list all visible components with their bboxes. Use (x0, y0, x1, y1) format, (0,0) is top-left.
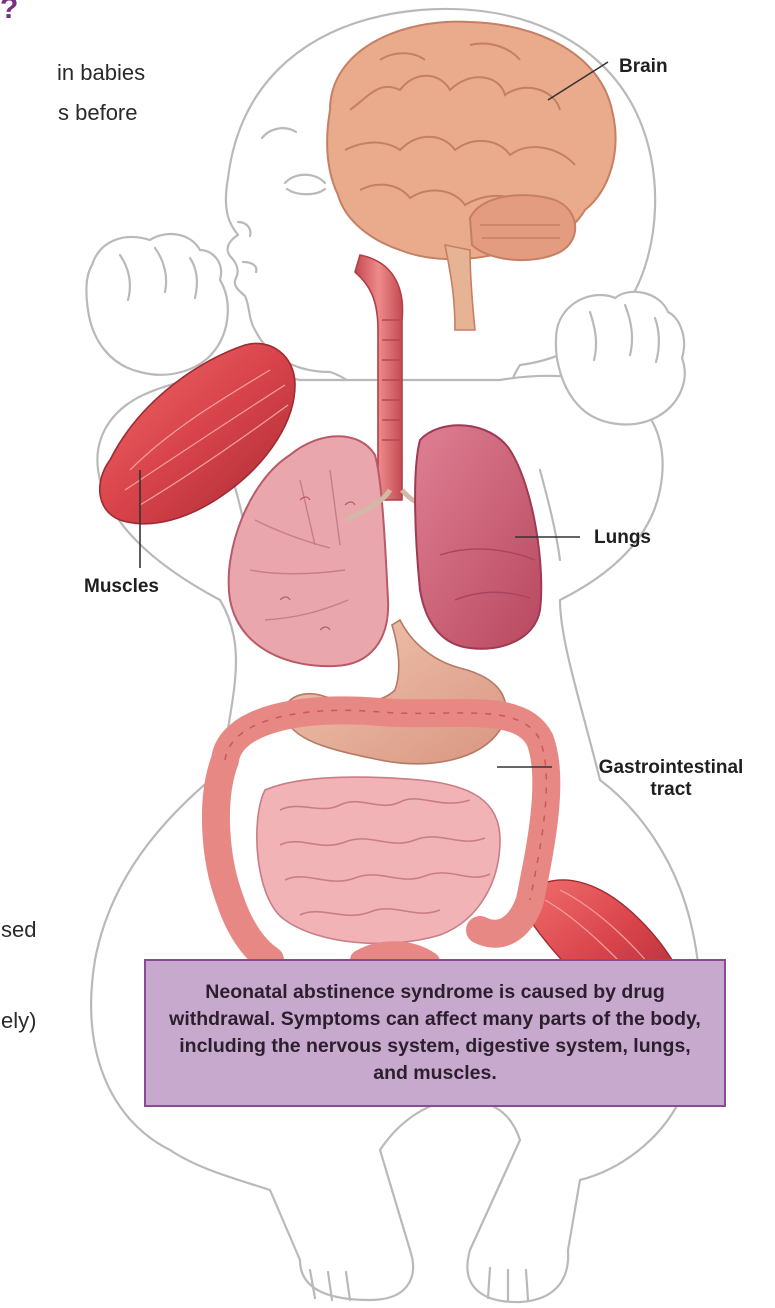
label-muscles: Muscles (84, 576, 159, 598)
text-fragment-2: s before (58, 98, 138, 128)
text-fragment-4: ely) (1, 1006, 36, 1036)
label-gi-line1: Gastrointestinal (566, 757, 775, 779)
label-gi-line2: tract (566, 779, 775, 801)
text-fragment-3: sed (1, 915, 36, 945)
label-lungs: Lungs (594, 527, 651, 549)
label-brain: Brain (619, 56, 668, 78)
caption-text: Neonatal abstinence syndrome is caused b… (162, 979, 708, 1087)
question-mark: ? (0, 0, 18, 24)
label-gastrointestinal-tract: Gastrointestinal tract (566, 757, 775, 801)
text-fragment-1: in babies (57, 58, 145, 88)
caption-box: Neonatal abstinence syndrome is caused b… (144, 959, 726, 1107)
